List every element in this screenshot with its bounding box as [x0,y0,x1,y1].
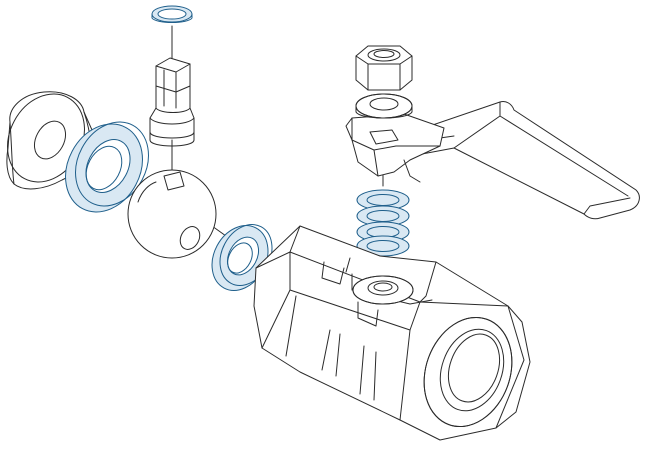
belleville-washer-stack [356,189,410,257]
stop-plate [345,113,445,183]
ball [127,169,217,259]
valve-body [253,225,531,441]
seat-ring-left [65,121,149,213]
washer [355,93,413,119]
handle-lever [417,101,640,220]
valve-stem [149,57,195,147]
stem-o-ring [151,5,193,23]
seat-ring-right [211,224,273,291]
hex-nut [355,45,413,91]
